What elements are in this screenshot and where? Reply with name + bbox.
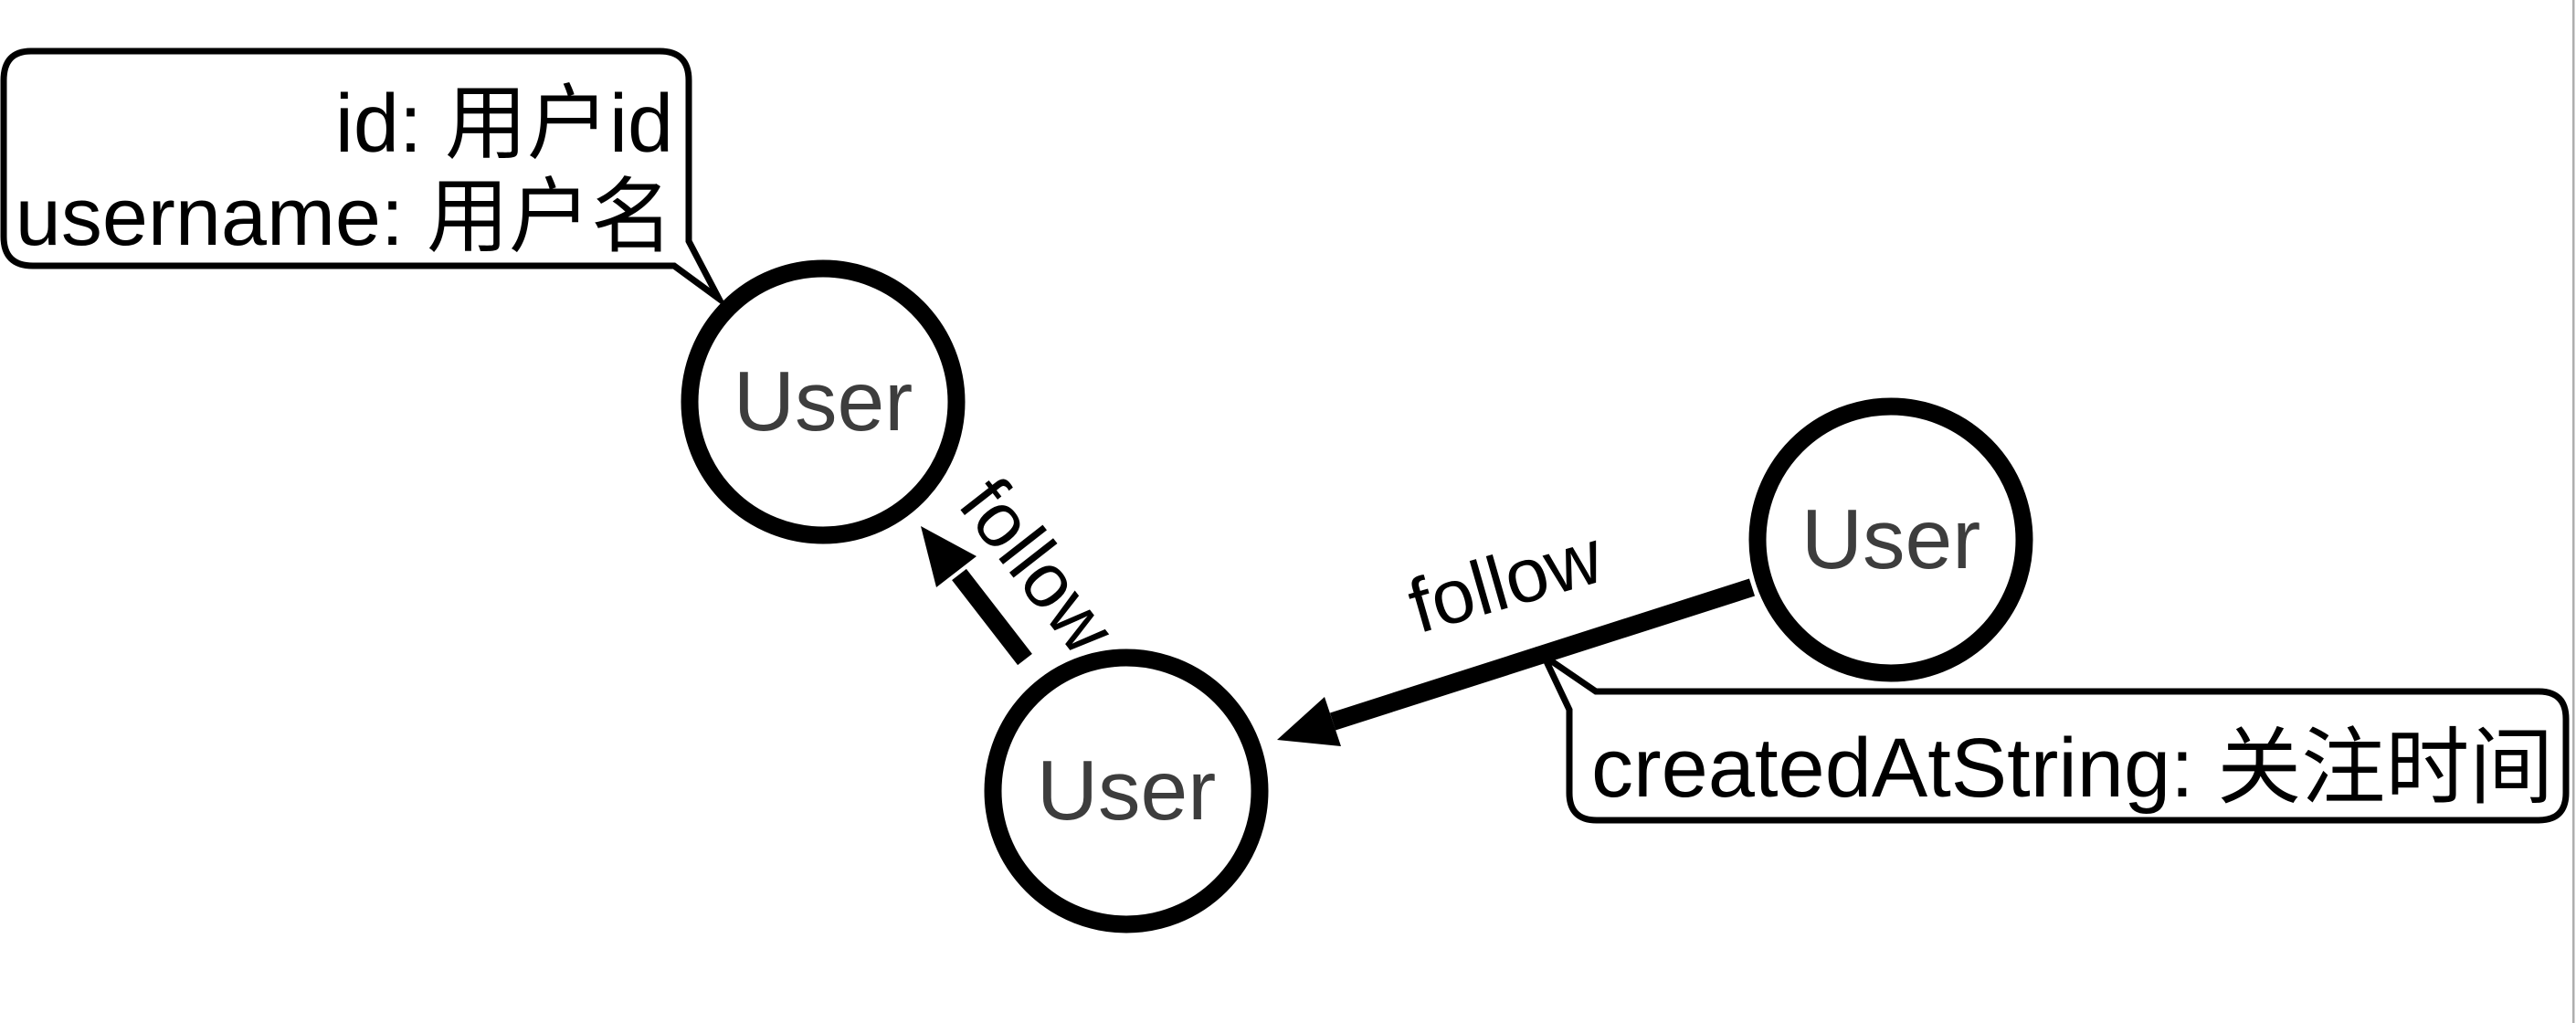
- user-node-3-label: User: [1801, 491, 1980, 586]
- user-node-2-label: User: [1037, 743, 1216, 838]
- user-properties-callout-bubble: [0, 47, 729, 310]
- follow-edge-1-label: follow: [944, 462, 1132, 670]
- follow-edge-1-shaft: [952, 568, 1032, 666]
- follow-edge-2-label: follow: [1399, 512, 1612, 649]
- user-node-2: User: [984, 649, 1269, 933]
- user-node-3: User: [1748, 397, 2033, 682]
- user-properties-line-2: username: 用户名: [16, 172, 673, 263]
- user-node-1: User: [681, 259, 966, 544]
- user-node-3-circle: [1748, 397, 2033, 682]
- user-node-1-circle: [681, 259, 966, 544]
- follow-properties-callout-bubble: [1536, 646, 2570, 824]
- follow-properties-callout: createdAtString: 关注时间: [1536, 646, 2570, 824]
- follow-properties-line-1: createdAtString: 关注时间: [1591, 722, 2553, 815]
- follow-edge-1-arrow: [921, 526, 1032, 666]
- follow-edge-2-arrowhead-icon: [1277, 697, 1341, 746]
- user-properties-line-1: id: 用户id: [335, 79, 673, 170]
- user-properties-callout: id: 用户id username: 用户名: [0, 47, 729, 310]
- user-node-2-circle: [984, 649, 1269, 933]
- page-right-border: [2572, 0, 2575, 1023]
- user-node-1-label: User: [734, 353, 913, 448]
- follow-edge-1-arrowhead-icon: [921, 526, 977, 587]
